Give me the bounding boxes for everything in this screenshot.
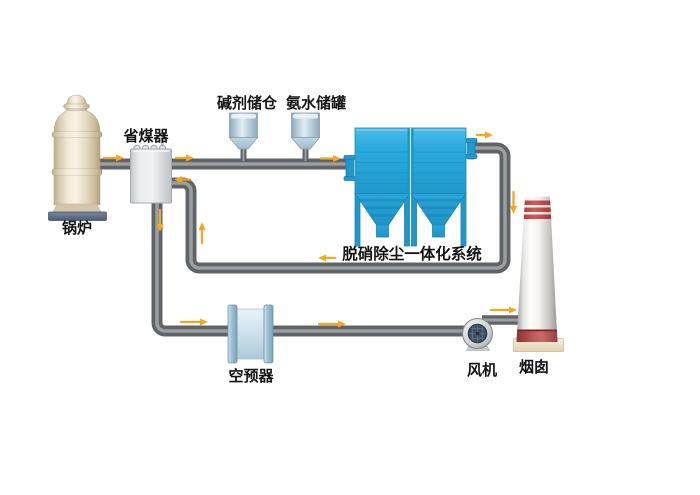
flow-arrow-return-left bbox=[318, 254, 337, 262]
ammonia-water-tank bbox=[290, 112, 321, 150]
fan bbox=[462, 318, 493, 351]
economizer bbox=[130, 133, 172, 204]
boiler bbox=[48, 94, 107, 221]
flow-arrow-return-up bbox=[198, 222, 206, 245]
denox-dedust-system-label: 脱硝除尘一体化系统 bbox=[342, 244, 482, 263]
flow-arrow-economizer-down bbox=[156, 208, 164, 232]
economizer-label: 省煤器 bbox=[122, 127, 169, 145]
flow-arrow-economizer-out bbox=[174, 154, 194, 162]
boiler-label: 锅炉 bbox=[62, 219, 92, 237]
fan-label: 风机 bbox=[467, 361, 497, 379]
chimney bbox=[513, 196, 564, 352]
alkali-silo-label: 碱剂储仓 bbox=[217, 94, 278, 112]
flow-arrow-return-down bbox=[510, 190, 517, 214]
baghouse-inlet-flange bbox=[343, 155, 356, 181]
flue-gas-return-pipe-baghouse-to-economizer bbox=[169, 142, 511, 274]
flow-arrow-fan-out bbox=[489, 306, 517, 314]
air-preheater bbox=[227, 304, 274, 364]
flow-arrow-boiler-out bbox=[102, 154, 124, 162]
flow-arrow-preheater-in bbox=[179, 318, 208, 326]
air-preheater-label: 空预器 bbox=[228, 367, 274, 385]
ammonia-tank-label: 氨水储罐 bbox=[286, 94, 346, 112]
alkali-silo-tank bbox=[228, 112, 259, 150]
baghouse-denox-dedust-system bbox=[354, 127, 467, 247]
chimney-label: 烟囱 bbox=[519, 358, 549, 376]
baghouse-outlet-flange bbox=[465, 138, 478, 160]
flow-arrow-baghouse-out bbox=[475, 131, 493, 139]
flow-arrow-preheater-out bbox=[317, 320, 346, 328]
flue-gas-pipe-economizer-to-fan bbox=[151, 200, 466, 337]
flow-arrow-into-economizer bbox=[174, 176, 192, 183]
flow-arrow-baghouse-in bbox=[319, 155, 341, 162]
